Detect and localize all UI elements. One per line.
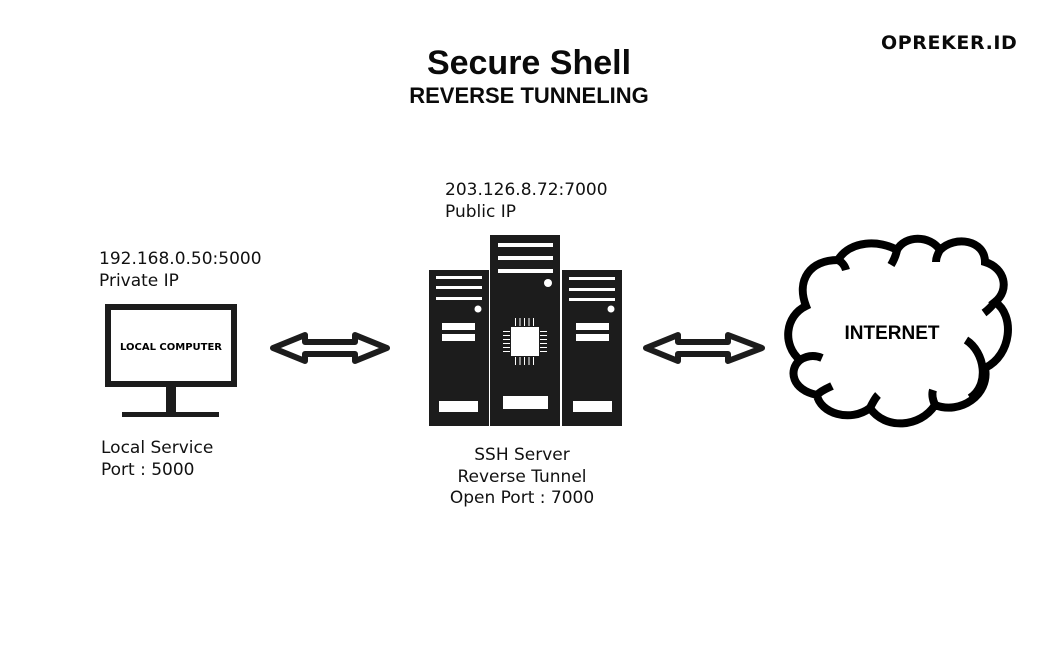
local-caption-line2: Port : 5000 xyxy=(101,460,195,480)
diagram-title: Secure Shell xyxy=(426,44,632,82)
local-address-label: 192.168.0.50:5000 xyxy=(99,249,262,269)
diagram-subtitle: REVERSE TUNNELING xyxy=(409,83,649,108)
local-caption-line1: Local Service xyxy=(101,438,214,458)
monitor-icon: LOCAL COMPUTER xyxy=(105,304,237,417)
cloud-icon xyxy=(784,234,1012,428)
cpu-chip-icon xyxy=(503,318,547,365)
server-tower-left xyxy=(429,270,489,426)
server-tower-right xyxy=(562,270,622,426)
server-tower-center xyxy=(490,235,560,426)
server-caption-line1: SSH Server xyxy=(474,445,570,465)
monitor-neck xyxy=(166,385,176,413)
monitor-screen-label: LOCAL COMPUTER xyxy=(120,342,222,353)
local-address-type-label: Private IP xyxy=(99,271,179,291)
double-arrow-icon xyxy=(270,332,390,364)
monitor-screen xyxy=(105,304,237,387)
server-rack-icon xyxy=(429,235,622,426)
cloud-label: INTERNET xyxy=(845,323,940,344)
server-address-label: 203.126.8.72:7000 xyxy=(445,180,608,200)
server-caption-line2: Reverse Tunnel xyxy=(457,467,587,487)
brand-logo-text: OPREKER.ID xyxy=(881,32,1018,54)
server-caption-line3: Open Port : 7000 xyxy=(449,488,595,508)
server-address-type-label: Public IP xyxy=(445,202,516,222)
double-arrow-icon xyxy=(643,332,765,364)
monitor-base xyxy=(122,412,219,417)
